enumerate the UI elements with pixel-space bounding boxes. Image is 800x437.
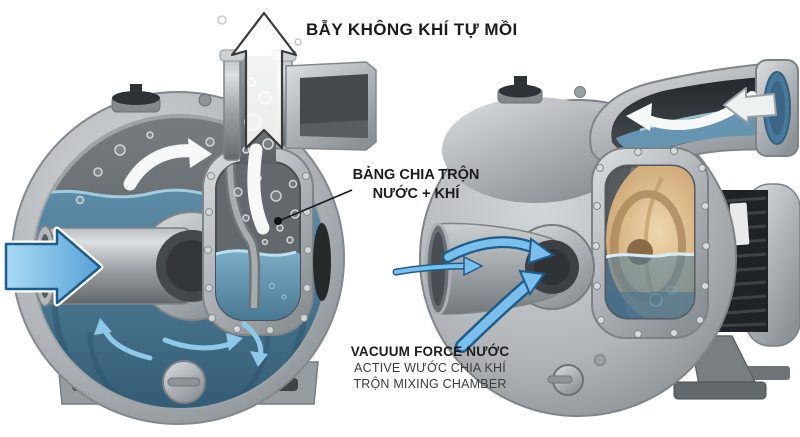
right-filler-plug-icon — [497, 76, 586, 104]
water-circulation-arrows — [94, 318, 268, 367]
right-pump — [392, 59, 800, 417]
left-drain-plug-icon — [162, 360, 206, 404]
return-inlet-arrow-icon — [723, 87, 777, 124]
bubbles-upper-chamber — [75, 131, 215, 205]
label-mixing-line1: BẢNG CHIA TRỘN — [352, 167, 480, 183]
air-flow-arrow-chamber-icon — [123, 138, 212, 191]
label-mixing-line2: NƯỚC + KHÍ — [372, 185, 460, 202]
window-bolts — [592, 147, 710, 338]
outlet-duct — [285, 61, 377, 151]
right-drain-plug-icon — [547, 354, 606, 396]
air-rise-arrow-icon — [230, 11, 298, 235]
mixing-label-pointer — [274, 189, 353, 225]
label-vacuum-line1: VACUUM FORCE NƯỚC — [350, 344, 510, 359]
impeller-window — [591, 147, 710, 339]
inflow-arrow-icon — [2, 226, 104, 307]
label-air-trap: BẪY KHÔNG KHÍ TỰ MỒI — [306, 20, 518, 39]
suction-arrows — [392, 236, 556, 353]
side-port — [313, 223, 331, 301]
return-duct — [589, 59, 799, 169]
left-pump-cutaway — [2, 11, 377, 425]
label-vacuum-line3: TRỘN MIXING CHAMBER — [353, 377, 507, 391]
left-filler-plug-icon — [111, 84, 212, 113]
label-mixing-board: BẢNG CHIA TRỘN NƯỚC + KHÍ — [346, 166, 486, 203]
label-vacuum-line2: ACTIVE WƯỚC CHIA KHÍ — [354, 361, 506, 375]
mixing-chamber — [202, 147, 314, 336]
label-vacuum-force: VACUUM FORCE NƯỚC ACTIVE WƯỚC CHIA KHÍ T… — [338, 344, 522, 392]
